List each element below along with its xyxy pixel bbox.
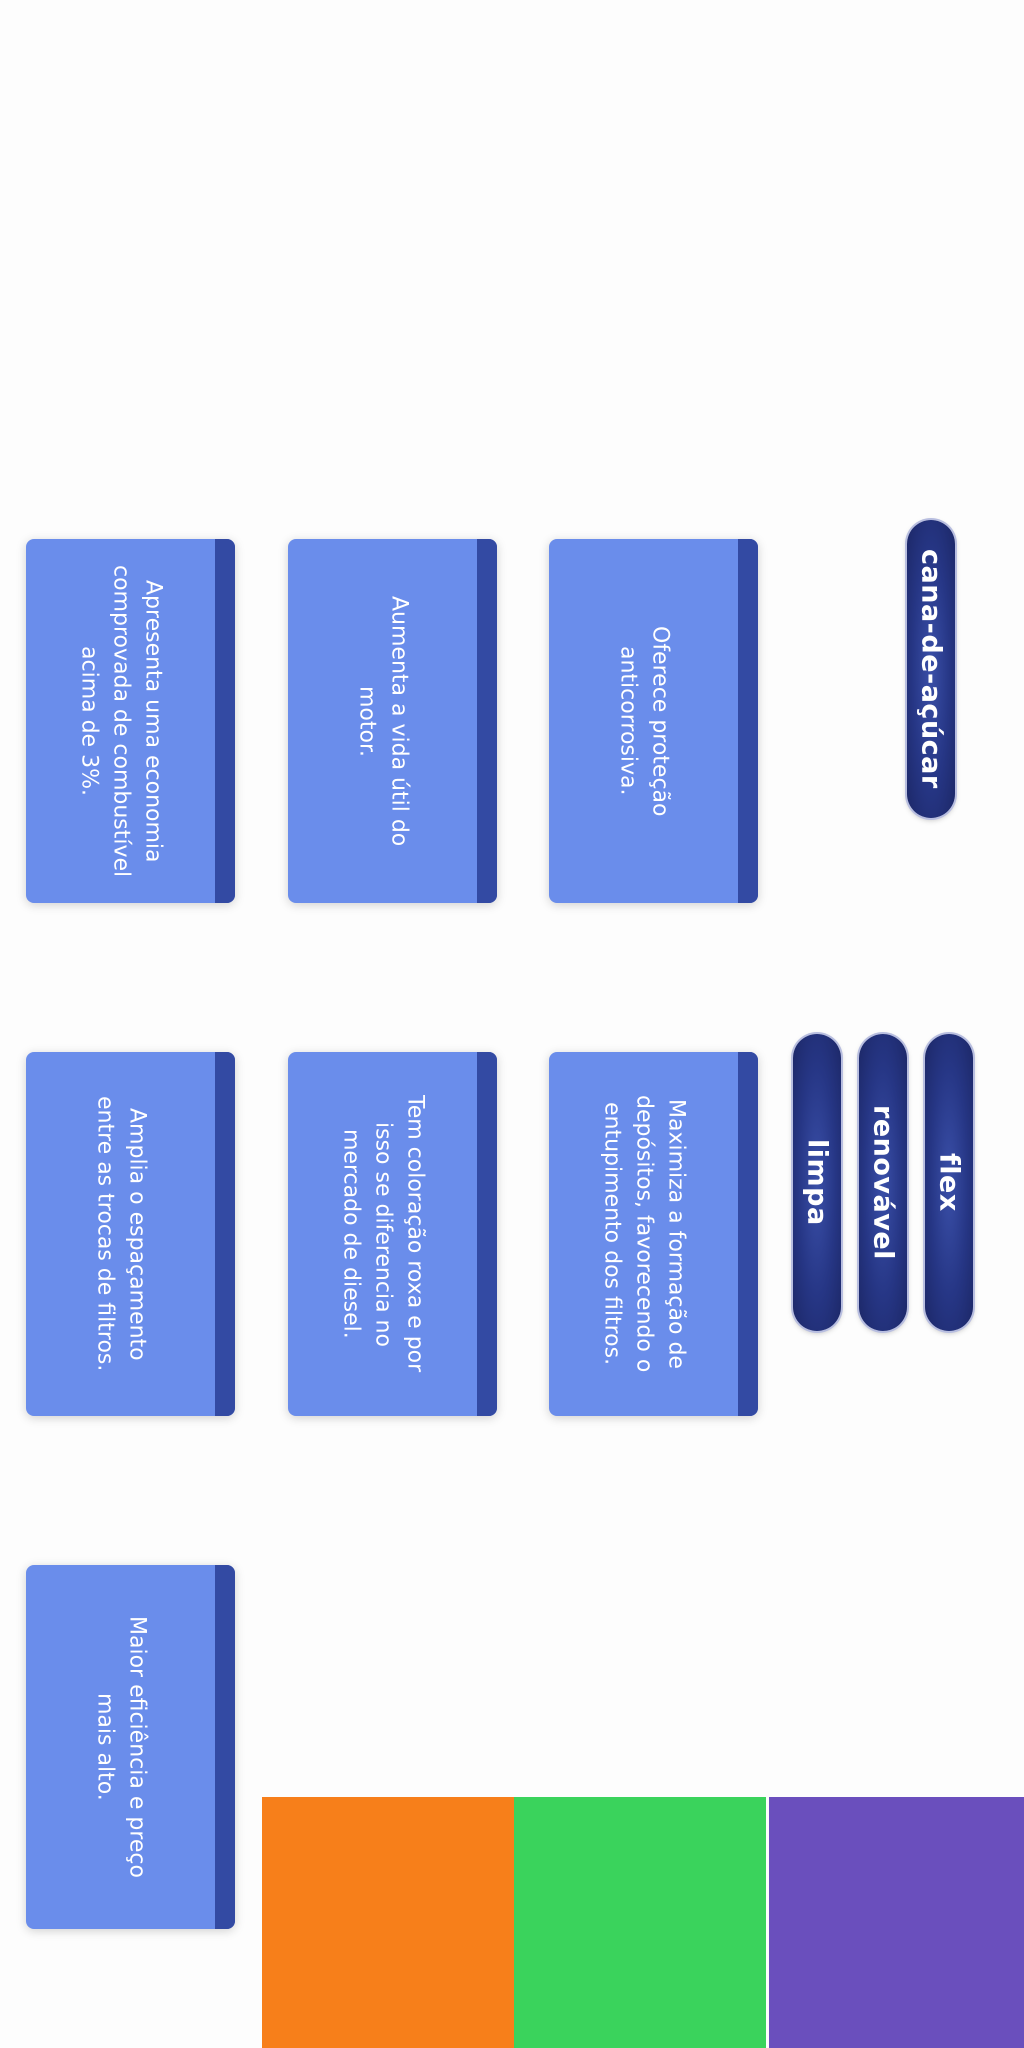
pill-label: cana-de-açúcar: [915, 549, 947, 789]
tag-pill-renovavel[interactable]: renovável: [859, 1034, 907, 1331]
answer-card[interactable]: Amplia o espaçamento entre as trocas de …: [26, 1052, 235, 1416]
purple-color-block[interactable]: [769, 1797, 1024, 2048]
card-text: Oferece proteção anticorrosiva.: [615, 625, 673, 817]
card-text: Amplia o espaçamento entre as trocas de …: [92, 1096, 150, 1372]
pill-label: renovável: [867, 1105, 899, 1260]
card-text: Apresenta uma economia comprovada de com…: [76, 564, 166, 878]
answer-card[interactable]: Apresenta uma economia comprovada de com…: [26, 539, 235, 903]
card-text: Maximiza a formação de depósitos, favore…: [599, 1095, 689, 1373]
tag-pill-flex[interactable]: flex: [925, 1034, 973, 1331]
pill-label: limpa: [801, 1139, 833, 1226]
answer-card[interactable]: Tem coloração roxa e por isso se diferen…: [288, 1052, 497, 1416]
answer-card[interactable]: Maximiza a formação de depósitos, favore…: [549, 1052, 758, 1416]
answer-card[interactable]: Aumenta a vida útil do motor.: [288, 539, 497, 903]
tag-pill-cana-de-acucar[interactable]: cana-de-açúcar: [907, 520, 955, 818]
orange-color-block[interactable]: [262, 1797, 514, 2048]
card-text: Tem coloração roxa e por isso se diferen…: [338, 1095, 428, 1373]
card-text: Aumenta a vida útil do motor.: [354, 595, 412, 847]
answer-card[interactable]: Maior eficiência e preço mais alto.: [26, 1565, 235, 1929]
tag-pill-limpa[interactable]: limpa: [793, 1034, 841, 1331]
answer-card[interactable]: Oferece proteção anticorrosiva.: [549, 539, 758, 903]
pill-label: flex: [933, 1153, 965, 1212]
green-color-block[interactable]: [514, 1797, 766, 2048]
card-text: Maior eficiência e preço mais alto.: [92, 1616, 150, 1878]
